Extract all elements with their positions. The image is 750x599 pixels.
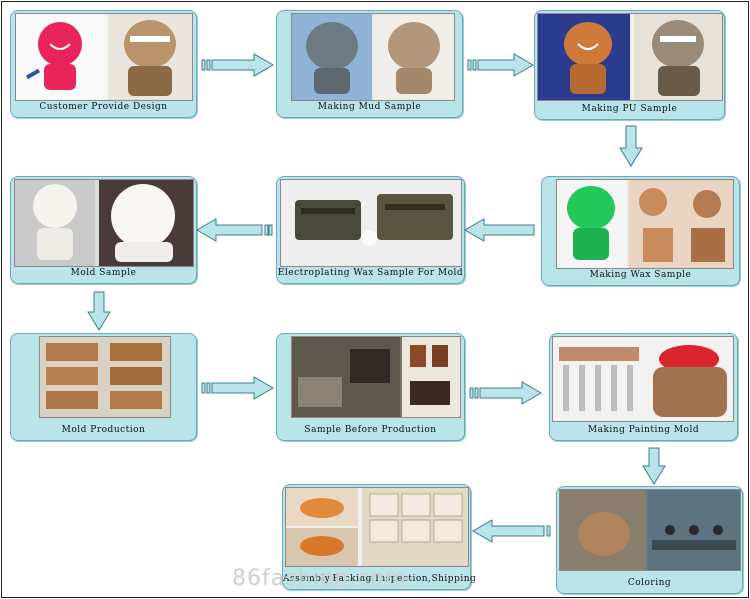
production-machines-image bbox=[292, 337, 460, 417]
coloring-photo bbox=[559, 489, 741, 571]
mold-sample-photo bbox=[14, 179, 194, 267]
white-mold-figures-image bbox=[15, 180, 193, 266]
copper-molds-image bbox=[46, 343, 162, 409]
arrow-right-1 bbox=[201, 53, 274, 77]
electroplated-molds-image bbox=[295, 194, 453, 246]
wax-photo bbox=[556, 179, 734, 269]
step-label: Making Mud Sample bbox=[317, 102, 422, 112]
arrow-right-4 bbox=[469, 381, 542, 405]
arrow-down-3 bbox=[642, 447, 666, 485]
step-making-painting-mold: Making Painting Mold bbox=[549, 333, 738, 441]
step-electroplating: Electroplating Wax Sample For Mold bbox=[276, 176, 465, 284]
watermark: 86fashion.com bbox=[232, 566, 408, 591]
step-making-pu-sample: Making PU Sample bbox=[534, 10, 725, 120]
step-label: Customer Provide Design bbox=[39, 102, 168, 112]
step-assembly-packing-shipping: Assembly,Packing,Inspection,Shipping bbox=[282, 484, 477, 590]
design-figures-image bbox=[16, 14, 192, 100]
arrow-left-1 bbox=[464, 218, 535, 242]
step-label: Making Painting Mold bbox=[587, 425, 700, 435]
mud-photo bbox=[291, 13, 455, 101]
mud-figures-image bbox=[292, 14, 454, 100]
sample-before-production-photo bbox=[291, 336, 461, 418]
arrow-down-2 bbox=[87, 291, 111, 331]
assembly-packing-image bbox=[286, 488, 468, 566]
step-label: Mold Sample bbox=[70, 268, 137, 278]
arrow-left-2 bbox=[196, 218, 273, 242]
step-label: Coloring bbox=[627, 578, 672, 588]
step-making-wax-sample: Making Wax Sample bbox=[541, 176, 740, 286]
step-mold-sample: Mold Sample bbox=[10, 176, 197, 284]
step-label: Making Wax Sample bbox=[589, 270, 692, 280]
coloring-workshop-image bbox=[560, 490, 740, 570]
pu-figures-image bbox=[538, 14, 722, 100]
arrow-left-3 bbox=[472, 519, 551, 543]
assembly-photo bbox=[285, 487, 469, 567]
step-coloring: Coloring bbox=[556, 486, 743, 594]
pu-photo bbox=[537, 13, 723, 101]
design-photo bbox=[15, 13, 193, 101]
step-sample-before-production: Sample Before Production bbox=[276, 333, 465, 441]
step-mold-production: Mold Production bbox=[10, 333, 197, 441]
step-label: Sample Before Production bbox=[304, 425, 437, 435]
step-label: Electroplating Wax Sample For Mold bbox=[277, 268, 464, 278]
step-label: Making PU Sample bbox=[581, 104, 678, 114]
painting-mold-photo bbox=[552, 336, 734, 422]
arrow-down-1 bbox=[619, 125, 643, 167]
electroplating-photo bbox=[280, 179, 462, 267]
wax-figures-image bbox=[557, 180, 733, 268]
arrow-right-3 bbox=[201, 376, 274, 400]
mold-production-photo bbox=[39, 336, 171, 418]
step-label: Mold Production bbox=[61, 425, 146, 435]
step-customer-provide-design: Customer Provide Design bbox=[10, 10, 197, 118]
step-label: Assembly,Packing,Inspection,Shipping bbox=[283, 574, 477, 584]
step-making-mud-sample: Making Mud Sample bbox=[276, 10, 463, 118]
painting-molds-image bbox=[559, 345, 727, 417]
arrow-right-2 bbox=[467, 53, 534, 77]
